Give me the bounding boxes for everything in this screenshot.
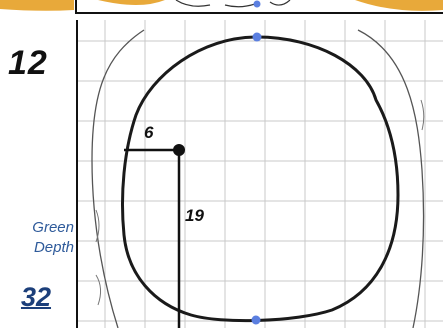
left-offset-label: 6 (144, 123, 154, 142)
fringe-left-curve (91, 29, 145, 329)
previous-diagram-edge (0, 0, 443, 16)
fringe-right-curve (357, 29, 425, 329)
pin-position-dot (173, 144, 185, 156)
green-depth-label-line1: Green (32, 219, 74, 236)
top-strip (0, 0, 443, 16)
bunker-left-edge (0, 0, 74, 11)
marker-dot-top-strip (253, 0, 261, 8)
green-outline (121, 35, 400, 323)
back-offset-label: 19 (185, 206, 204, 225)
bunker-top-left-edge (98, 0, 165, 5)
green-depth-label-line2: Depth (33, 239, 74, 256)
front-center-marker (252, 32, 262, 42)
green-depth-label: Green Depth (14, 218, 74, 258)
bunker-right-edge (355, 0, 443, 11)
green-diagram: 6 19 (76, 20, 443, 329)
green-depth-value: 32 (20, 282, 52, 312)
back-center-marker (251, 315, 261, 325)
green-panel: 6 19 (76, 20, 443, 329)
hole-number: 12 (8, 44, 48, 82)
grid (76, 20, 443, 328)
